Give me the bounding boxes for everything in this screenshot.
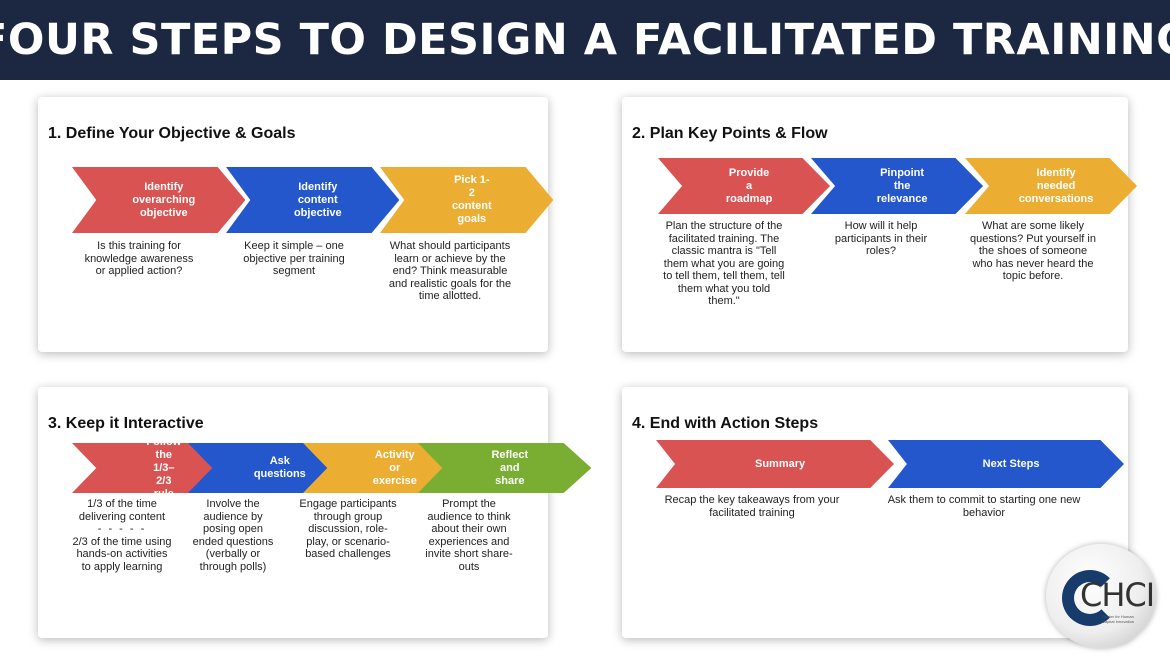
step-chevron: Identify needed conversations — [965, 158, 1138, 214]
step-card-2: 2. Plan Key Points & Flow Provide a road… — [622, 97, 1138, 352]
step-description: What should participants learn or achiev… — [388, 240, 512, 302]
separator: - - - - - — [97, 523, 147, 535]
step-heading: 2. Plan Key Points & Flow — [632, 125, 828, 142]
step-description: 1/3 of the time delivering content - - -… — [72, 498, 172, 573]
desc-part: 2/3 of the time using hands-on activitie… — [72, 535, 172, 573]
title-bar: FOUR STEPS TO DESIGN A FACILITATED TRAIN… — [0, 0, 1170, 80]
step-chevron: Reflect and share — [418, 443, 592, 493]
step-description: What are some likely questions? Put your… — [970, 220, 1096, 282]
logo-text: CHCI — [1080, 576, 1155, 614]
step-card-4: 4. End with Action Steps Summary Next St… — [622, 387, 1128, 638]
step-description: Prompt the audience to think about their… — [425, 498, 513, 573]
logo-subtext: Center for Human Capital Innovation — [1102, 614, 1135, 624]
step-description: Ask them to commit to starting one new b… — [887, 494, 1081, 519]
step-description: How will it help participants in their r… — [834, 220, 928, 257]
step-heading: 3. Keep it Interactive — [48, 415, 204, 432]
step-description: Keep it simple – one objective per train… — [243, 240, 345, 277]
step-description: Is this training for knowledge awareness… — [84, 240, 194, 277]
desc-part: 1/3 of the time delivering content — [78, 498, 166, 523]
step-chevron: Summary — [656, 440, 894, 488]
step-description: Plan the structure of the facilitated tr… — [663, 220, 785, 307]
step-card-3: 3. Keep it Interactive Follow the 1/3–2/… — [38, 387, 592, 638]
step-description: Involve the audience by posing open ende… — [192, 498, 274, 573]
step-description: Engage participants through group discus… — [299, 498, 397, 560]
step-chevron: Identify content objective — [226, 167, 400, 233]
step-description: Recap the key takeaways from your facili… — [664, 494, 840, 519]
step-chevron: Pick 1-2 content goals — [380, 167, 554, 233]
step-chevron: Identify overarching objective — [72, 167, 246, 233]
step-card-1: 1. Define Your Objective & Goals Identif… — [38, 97, 554, 352]
step-chevron: Pinpoint the relevance — [811, 158, 984, 214]
step-heading: 1. Define Your Objective & Goals — [48, 125, 296, 142]
step-chevron: Next Steps — [888, 440, 1124, 488]
step-chevron: Provide a roadmap — [658, 158, 831, 214]
chci-logo: CHCI Center for Human Capital Innovation — [1046, 544, 1156, 648]
page-title: FOUR STEPS TO DESIGN A FACILITATED TRAIN… — [0, 15, 1170, 65]
step-heading: 4. End with Action Steps — [632, 415, 819, 432]
